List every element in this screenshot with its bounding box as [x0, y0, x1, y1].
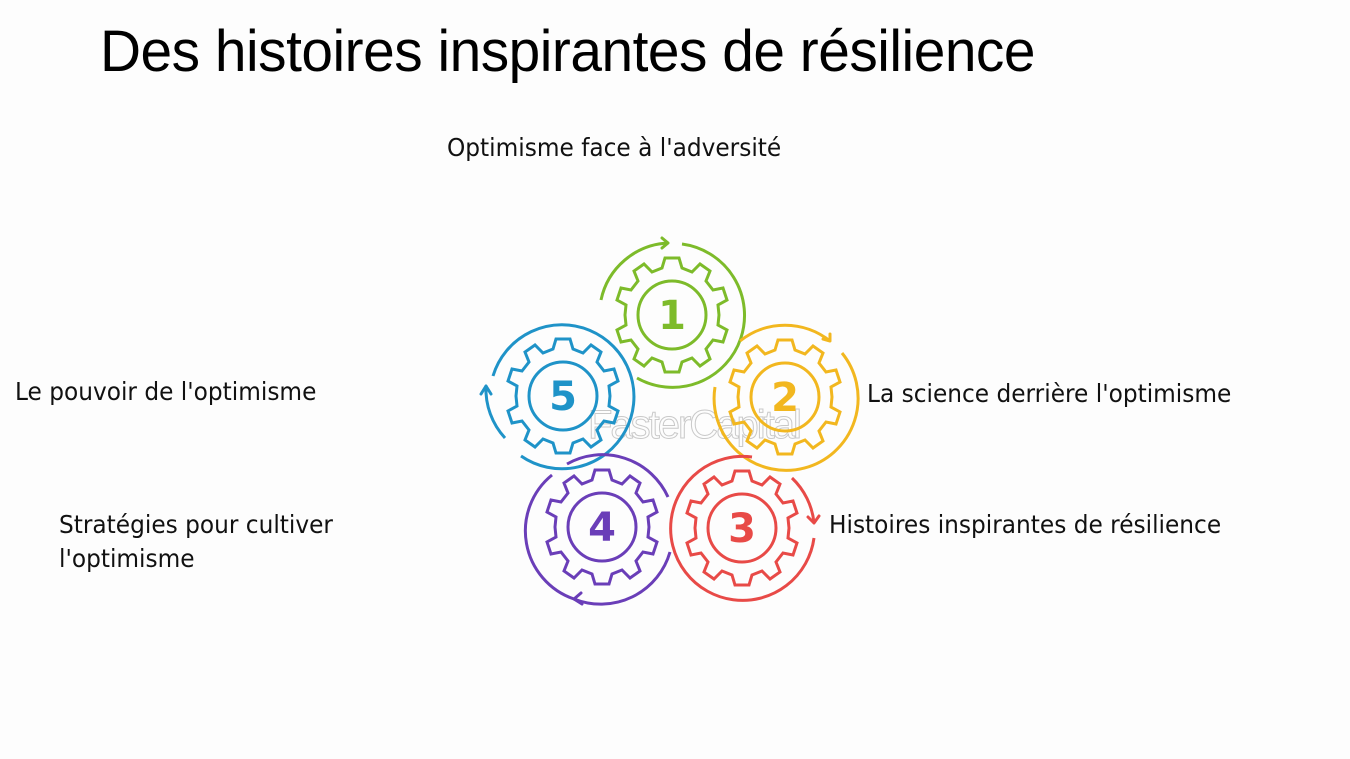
svg-text:5: 5: [549, 374, 577, 420]
svg-text:4: 4: [588, 505, 616, 551]
gear-1-icon: 1: [599, 236, 746, 389]
svg-text:3: 3: [728, 506, 756, 552]
label-step-1: Optimisme face à l'adversité: [447, 133, 782, 162]
svg-text:1: 1: [658, 293, 686, 339]
gear-4-icon: 4: [523, 453, 672, 606]
gear-5-icon: 5: [479, 323, 636, 471]
label-step-4: Stratégies pour cultiver l'optimisme: [59, 510, 333, 573]
gear-3-icon: 3: [669, 454, 821, 602]
label-step-3: Histoires inspirantes de résilience: [829, 510, 1222, 539]
slide-title: Des histoires inspirantes de résilience: [100, 19, 1035, 84]
gear-2-icon: 2: [712, 323, 860, 472]
label-step-5: Le pouvoir de l'optimisme: [15, 377, 317, 406]
svg-text:2: 2: [771, 375, 799, 421]
label-step-2: La science derrière l'optimisme: [867, 379, 1232, 408]
